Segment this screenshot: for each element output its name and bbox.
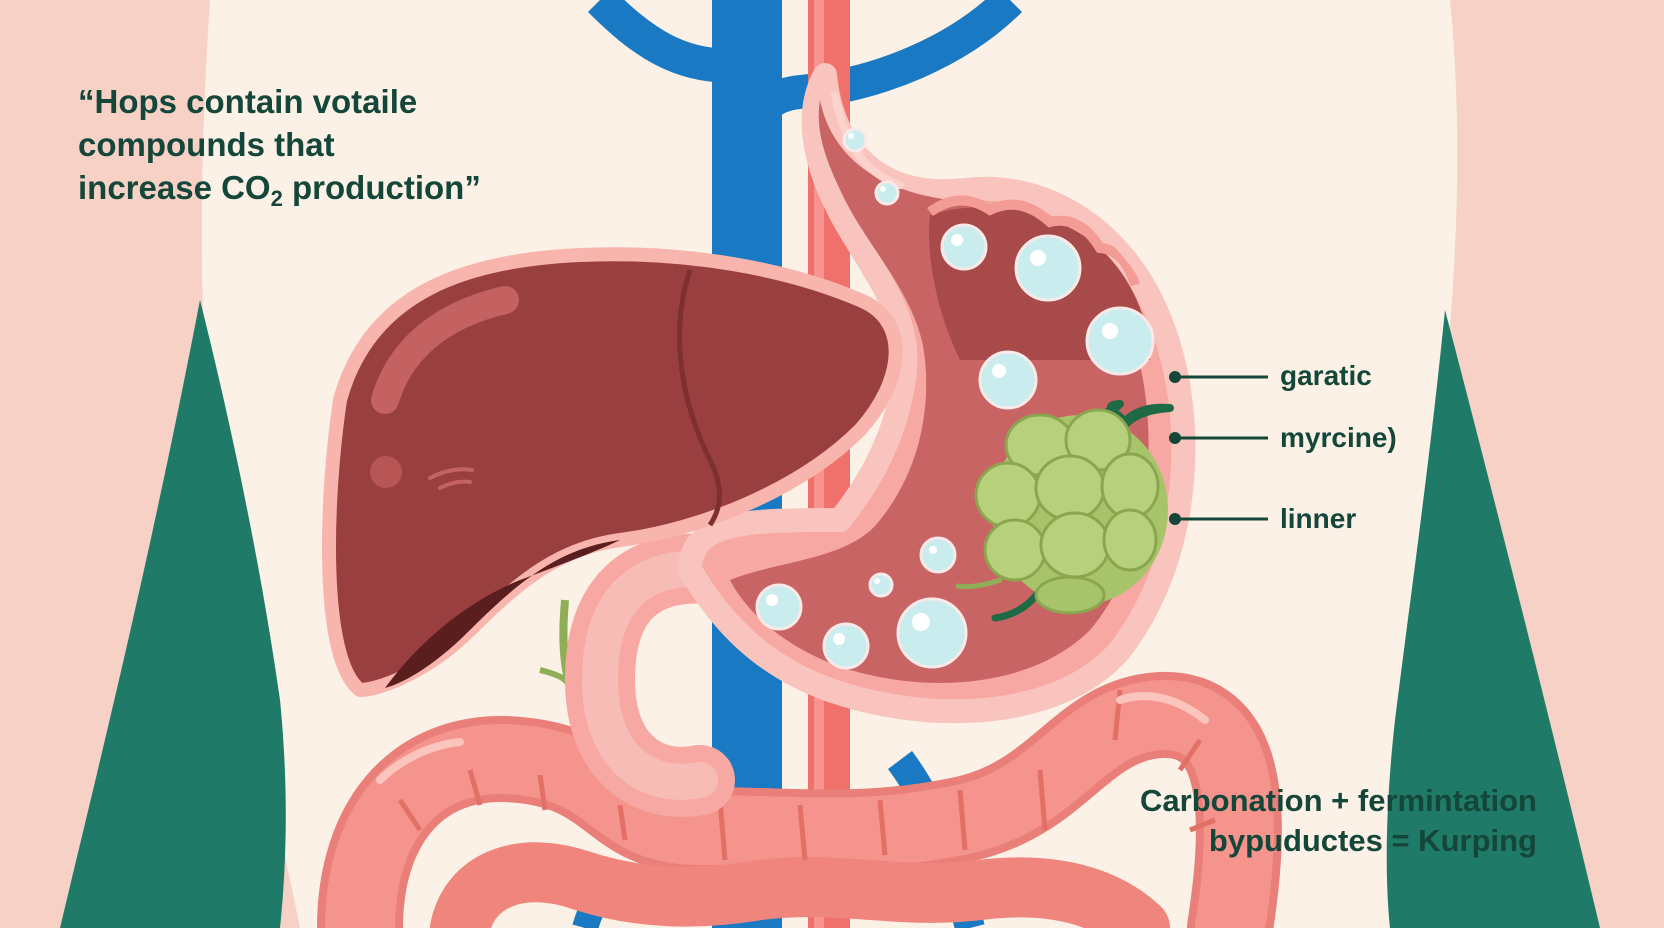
liver (321, 247, 903, 697)
leader-dot (1169, 432, 1181, 444)
bubble (874, 180, 900, 206)
bubble (842, 127, 868, 153)
caption-line-2: bypuductes = Kurping (1208, 823, 1537, 858)
co2-bubbles (755, 127, 1155, 670)
quote-line-2: compounds that (78, 126, 335, 163)
callout-leaders (1169, 371, 1268, 525)
bubble (868, 572, 894, 598)
callout-label-myrcine: myrcine) (1280, 422, 1397, 453)
quote-line-1: “Hops contain votaile (78, 83, 418, 120)
co2-subscript: 2 (270, 186, 283, 211)
bubble (940, 223, 988, 271)
bubble (1014, 234, 1082, 302)
right-flank (1386, 310, 1600, 928)
bubble (919, 536, 957, 574)
bubble (1085, 306, 1155, 376)
hops-quote: “Hops contain votaile compounds that inc… (78, 80, 481, 213)
quote-line-3: increase CO2 production” (78, 166, 481, 213)
callout-label-linner: linner (1280, 503, 1357, 534)
quote-line-3-end: production” (282, 169, 481, 206)
leader-dot (1169, 513, 1181, 525)
quote-line-3-start: increase CO (78, 169, 271, 206)
bubble (978, 350, 1038, 410)
bubble (822, 622, 870, 670)
callout-label-garatic: garatic (1280, 360, 1372, 391)
intestines (317, 672, 1282, 928)
bubble (755, 583, 803, 631)
caption-line-1: Carbonation + fermintation (1140, 783, 1537, 818)
bottom-caption: Carbonation + fermintation bypuductes = … (1140, 781, 1537, 861)
bubble (896, 597, 968, 669)
leader-dot (1169, 371, 1181, 383)
hop-cone (955, 400, 1174, 622)
left-flank (60, 300, 286, 928)
